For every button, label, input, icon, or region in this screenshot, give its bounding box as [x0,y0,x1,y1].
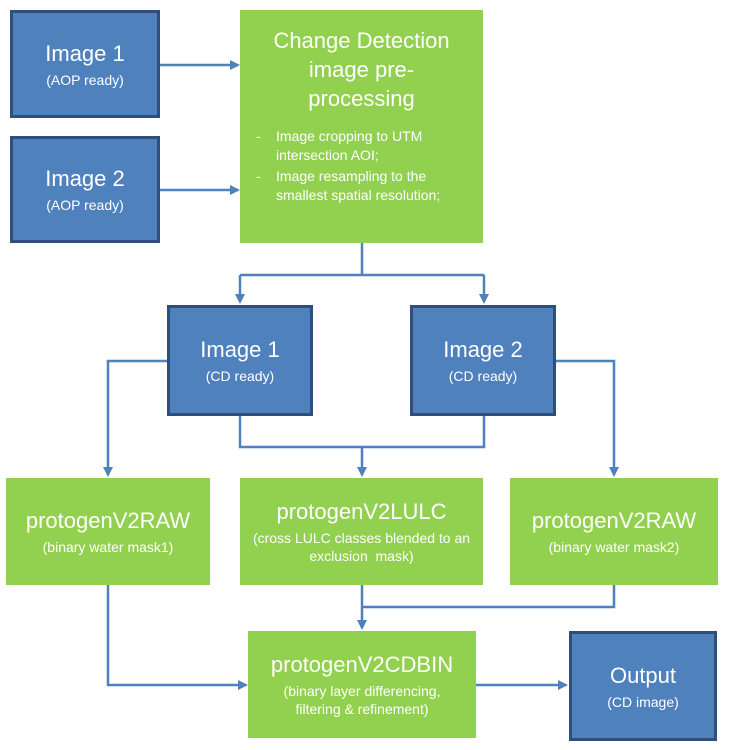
node-title: protogenV2LULC [276,499,447,524]
step-item: Image resampling to the smallest spatial… [244,167,479,205]
node-subtitle: (binary water mask1) [42,539,174,555]
node-title: Output [609,662,677,688]
input-image1-node: Image 1 (AOP ready) [10,10,160,118]
node-subtitle: (AOP ready) [46,197,124,213]
node-title: Image 2 [443,337,523,362]
node-title: protogenV2CDBIN [270,652,454,677]
node-subtitle: (CD ready) [448,368,518,384]
node-title: Image 1 [45,40,125,66]
preprocessing-node: Change Detection image pre-processing Im… [240,10,483,243]
connector-cd-merge [238,416,486,449]
node-title: protogenV2RAW [25,508,191,533]
cdbin-node: protogenV2CDBIN (binary layer differenci… [248,631,476,738]
output-node: Output (CD image) [569,631,717,741]
step-item: Image cropping to UTM intersection AOI; [244,127,479,165]
node-title: protogenV2RAW [531,508,697,533]
preprocessing-steps: Image cropping to UTM intersection AOI; … [244,127,479,207]
preprocessing-title: Change Detection image pre-processing [273,28,450,111]
cd-image2-node: Image 2 (CD ready) [410,305,556,416]
node-subtitle: (cross LULC classes blended to an exclus… [252,530,474,564]
node-subtitle: (binary layer differencing, filtering & … [283,683,441,717]
arrow-raw1-to-cdbin [106,585,248,690]
connector-raw2-to-merge [362,585,616,609]
arrow-cd2-to-raw2 [556,359,619,477]
raw2-node: protogenV2RAW (binary water mask2) [510,478,718,585]
lulc-node: protogenV2LULC (cross LULC classes blend… [240,478,483,585]
node-subtitle: (CD ready) [205,368,275,384]
cd-image1-node: Image 1 (CD ready) [167,305,313,416]
node-subtitle: (CD image) [607,693,679,710]
node-subtitle: (binary water mask2) [548,539,680,555]
node-title: Image 2 [45,166,125,191]
raw1-node: protogenV2RAW (binary water mask1) [6,478,210,585]
arrow-cd1-to-raw1 [103,359,167,477]
input-image2-node: Image 2 (AOP ready) [10,136,160,243]
node-subtitle: (AOP ready) [46,71,124,88]
node-title: Image 1 [200,337,280,362]
